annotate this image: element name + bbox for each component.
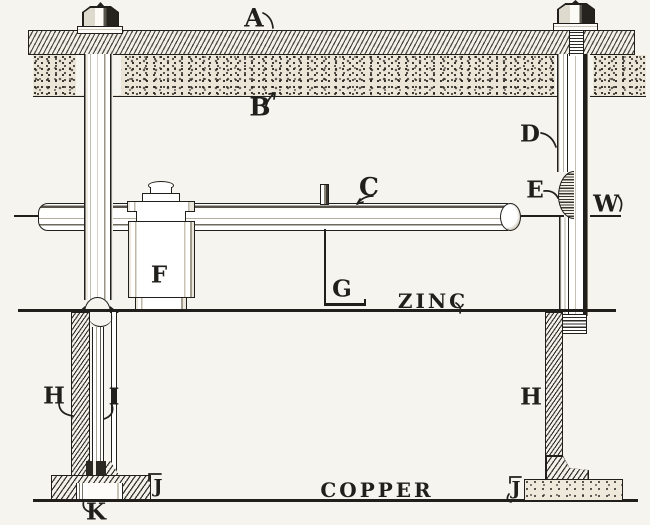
label-c: C [359, 172, 379, 202]
bolt-washer-left [77, 26, 123, 34]
hex-bolt-left [82, 6, 119, 28]
label-a: A [244, 3, 264, 33]
leader-d [540, 132, 557, 148]
column-flare-fill [546, 456, 588, 480]
thumb-nut-k [76, 483, 123, 501]
rod-c-end-cap [500, 203, 521, 231]
hex-bolt-right [557, 3, 595, 25]
label-h-right: H [520, 383, 542, 411]
label-k: K [86, 498, 106, 525]
line-wire-w-left [14, 215, 39, 217]
insulating-layer-b [33, 55, 646, 97]
line-wire-w-right [587, 215, 621, 217]
hex-bolt-right-facets [558, 4, 594, 24]
bolt-threads-top [569, 30, 584, 56]
label-f: F [150, 261, 168, 289]
base-block-j-right [524, 479, 623, 501]
rod-threads-bottom [562, 314, 587, 334]
inner-rod-i [92, 327, 104, 463]
ground-wire-g-horizontal [324, 303, 366, 306]
copper-plate-line [33, 499, 638, 502]
insulator-f-body [128, 221, 195, 298]
standoff-tube-left-wall [71, 312, 90, 476]
label-w: W [593, 190, 619, 218]
wire-clamp-e [558, 171, 574, 219]
socket-cup [88, 313, 113, 327]
spring-strip-d-lower [559, 217, 572, 316]
label-d: D [520, 120, 540, 148]
zinc-plate-line [18, 309, 616, 312]
ground-wire-g-end-hook [364, 299, 366, 305]
label-i: I [108, 383, 120, 411]
copper-label: COPPER [320, 478, 434, 502]
ground-wire-g-vertical [324, 229, 326, 306]
bolt-washer-right [553, 23, 598, 31]
standoff-tube-right-wall [111, 312, 117, 476]
rod-i-collar [86, 461, 107, 475]
label-j-left: J [153, 475, 163, 498]
label-e: E [526, 176, 544, 204]
suspension-rod-right [571, 54, 590, 316]
bolt-tip-right [571, 0, 580, 4]
zinc-label: ZINC [397, 289, 469, 313]
support-column-right [545, 312, 563, 460]
bolt-tip-left [96, 2, 105, 7]
label-b: B [249, 92, 271, 122]
ceiling-board-a [28, 30, 635, 55]
label-h-left: H [43, 382, 65, 410]
column-flare-foot [545, 455, 589, 481]
horizontal-rod-c [38, 203, 508, 231]
line-wire-w-middle [521, 215, 564, 217]
label-j-right: J [511, 477, 521, 500]
suspension-rod-left [84, 54, 113, 300]
leader-e [543, 190, 559, 199]
label-g: G [332, 275, 352, 303]
hex-bolt-left-facets [83, 7, 118, 27]
insulator-f-waist [136, 211, 186, 222]
leader-a [262, 12, 274, 29]
binding-post-pin [320, 184, 329, 205]
spring-strip-d-upper [557, 54, 572, 172]
